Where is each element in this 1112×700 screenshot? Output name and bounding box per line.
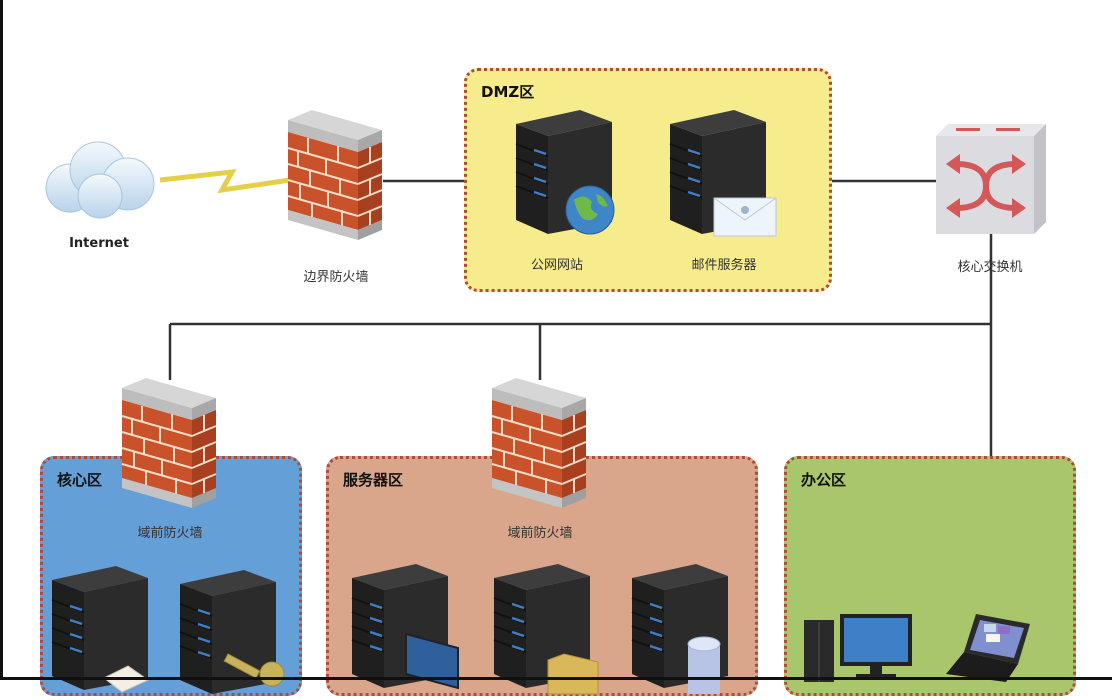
globe-icon (565, 185, 615, 235)
mail-server-icon (668, 108, 777, 237)
frame-border-left (0, 0, 3, 680)
frame-border-bottom (0, 677, 1112, 680)
core-switch-icon (936, 124, 1046, 234)
server-zone-firewall-icon (491, 377, 587, 509)
media-server-icon (350, 562, 459, 690)
envelope-icon (713, 197, 777, 237)
wireless-link-internet-firewall (159, 168, 291, 194)
border-firewall-label: 边界防火墙 (303, 270, 369, 285)
core-zone-firewall-icon (121, 377, 217, 509)
core-switch-label: 核心交换机 (957, 260, 1023, 275)
office-zone-label: 办公区 (801, 471, 847, 489)
database-server-icon (630, 562, 730, 694)
cloud-icon (45, 141, 155, 219)
key-server-icon (178, 568, 285, 696)
desktop-computer-icon (804, 614, 912, 682)
public-website-label: 公网网站 (530, 258, 584, 273)
database-icon (687, 636, 721, 694)
file-server-icon (492, 562, 599, 695)
web-server-icon (514, 108, 615, 236)
folder-icon (547, 653, 599, 695)
border-firewall-icon (287, 109, 383, 241)
core-zone-firewall-label: 域前防火墙 (137, 526, 203, 541)
server-zone-firewall-label: 域前防火墙 (507, 526, 573, 541)
internet-label: Internet (69, 236, 129, 251)
dmz-zone-label: DMZ区 (481, 83, 535, 101)
laptop-icon (946, 614, 1030, 682)
connection-lines (159, 168, 993, 458)
server-zone-label: 服务器区 (343, 471, 404, 489)
core-zone-label: 核心区 (57, 471, 103, 489)
mail-server-label: 邮件服务器 (691, 258, 757, 273)
